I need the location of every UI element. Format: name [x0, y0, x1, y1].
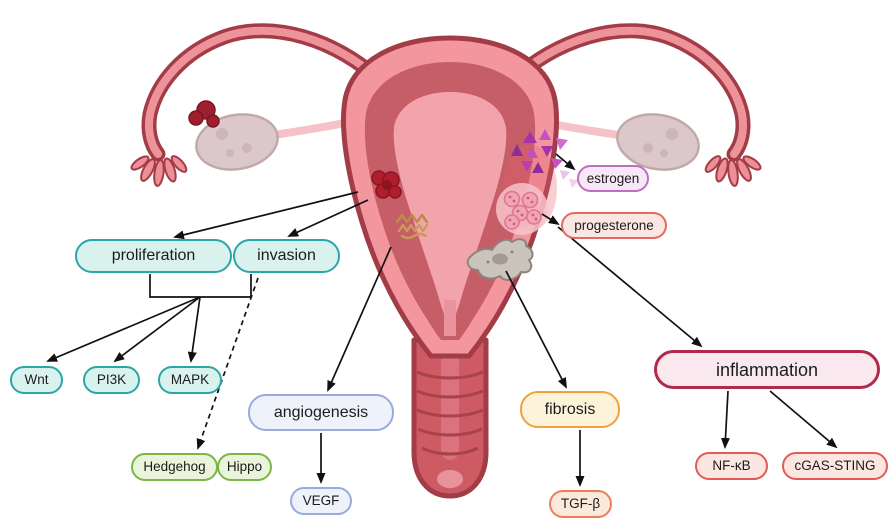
arrows	[46, 153, 838, 487]
node-cgas-sting: cGAS-STING	[782, 452, 888, 480]
arrow-to-pi3k	[113, 296, 201, 363]
arrow-to-inflammation	[557, 226, 703, 348]
fibroblast-cell	[466, 238, 534, 281]
cervical-canal	[444, 300, 456, 336]
ovary-right	[616, 113, 700, 171]
node-pi3k: PI3K	[83, 366, 140, 394]
node-tgf-beta: TGF-β	[549, 490, 612, 518]
arrow-to-mapk	[187, 296, 201, 363]
node-estrogen: estrogen	[577, 165, 649, 192]
blood-clot-lesion	[188, 100, 220, 128]
ovary-left	[195, 113, 279, 171]
arrow-to-estrogen	[555, 153, 576, 171]
fimbriae-left	[130, 155, 188, 187]
arrow-to-angiogenesis	[327, 246, 392, 392]
arrow-to-hedgehog	[196, 277, 259, 450]
node-hedgehog: Hedgehog	[131, 453, 218, 481]
node-mapk: MAPK	[158, 366, 222, 394]
hormone-signal-cluster	[511, 129, 579, 188]
bracket	[149, 274, 252, 298]
arrow-to-proliferation	[173, 191, 359, 240]
fallopian-tube-right	[500, 23, 751, 162]
arrow-to-invasion	[287, 199, 369, 237]
arrow-to-wnt	[46, 296, 201, 362]
node-progesterone: progesterone	[561, 212, 667, 239]
node-fibrosis: fibrosis	[520, 391, 620, 428]
node-invasion: invasion	[233, 239, 340, 273]
uterine-cavity	[393, 92, 507, 319]
node-inflammation: inflammation	[654, 350, 880, 389]
blood-clot	[371, 170, 402, 199]
node-hippo: Hippo	[217, 453, 272, 481]
node-proliferation: proliferation	[75, 239, 232, 273]
fallopian-tube-left	[141, 23, 392, 162]
cervix-vagina	[411, 337, 489, 499]
arrow-to-fibrosis	[505, 270, 567, 389]
node-vegf: VEGF	[290, 487, 352, 515]
fimbriae-right	[704, 155, 762, 187]
arrow-to-cgas-sting	[769, 390, 838, 449]
hormone-cell-cluster	[496, 183, 548, 235]
node-wnt: Wnt	[10, 366, 63, 394]
node-nf-kb: NF-κB	[695, 452, 768, 480]
arrow-to-nfkb	[720, 390, 730, 449]
arrow-to-progesterone	[541, 213, 560, 226]
node-angiogenesis: angiogenesis	[248, 394, 394, 431]
tissue-squiggle	[395, 213, 429, 240]
